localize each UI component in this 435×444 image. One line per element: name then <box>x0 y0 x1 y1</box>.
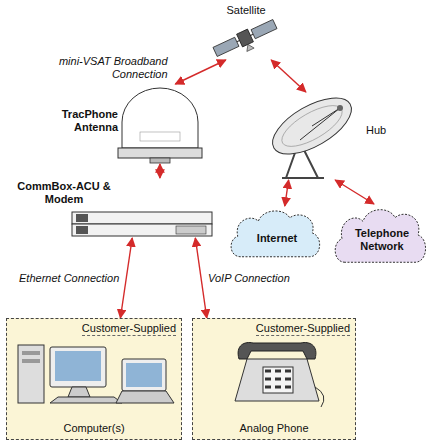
cloud-label: Telephone Network <box>344 218 420 262</box>
satellite-node: Satellite <box>210 4 282 60</box>
connector-arrow <box>271 60 306 92</box>
cloud-outline <box>335 210 425 263</box>
connector-arrow <box>120 238 132 318</box>
connection-label: Ethernet Connection <box>18 272 120 285</box>
customer-box: Customer-SuppliedAnalog Phone <box>192 318 356 440</box>
connector-arrow <box>335 180 374 204</box>
hub-node: Hub <box>262 92 395 180</box>
satellite-icon <box>212 18 280 64</box>
computer-icon <box>10 337 180 417</box>
device-label: Analog Phone <box>193 422 355 435</box>
antenna-dome <box>118 88 202 163</box>
commbox-rack <box>72 212 212 236</box>
connector-arrow <box>159 164 160 178</box>
group-heading: Customer-Supplied <box>82 322 176 336</box>
connector-arrow <box>175 60 226 84</box>
antenna-node: TracPhone Antenna <box>40 84 205 164</box>
cloud-node: Telephone Network <box>330 204 430 266</box>
hub-label: Hub <box>366 124 394 137</box>
phone-icon <box>195 337 355 417</box>
antenna-label: TracPhone Antenna <box>40 108 118 134</box>
connector-arrow <box>195 238 206 318</box>
customer-box: Customer-SuppliedComputer(s) <box>6 318 182 440</box>
cloud-label: Internet <box>240 220 314 256</box>
commbox-node: CommBox-ACU & Modem <box>8 178 215 238</box>
cloud-outline <box>231 211 320 257</box>
device-label: Computer(s) <box>7 422 181 435</box>
commbox-label: CommBox-ACU & Modem <box>8 180 120 206</box>
group-heading: Customer-Supplied <box>256 322 350 336</box>
connector-arrow <box>285 180 289 206</box>
connection-label: VoIP Connection <box>207 272 291 285</box>
satellite-label: Satellite <box>210 4 282 17</box>
connection-label: mini-VSAT Broadband Connection <box>39 55 169 81</box>
hub-dish <box>264 87 360 178</box>
cloud-node: Internet <box>226 206 324 260</box>
